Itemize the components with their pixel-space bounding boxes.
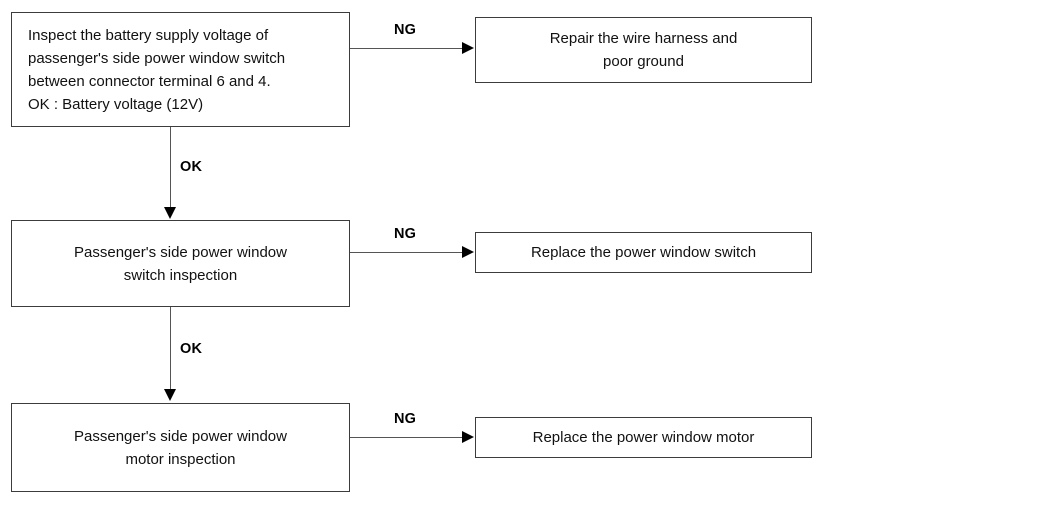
step-box-2[interactable]: Passenger's side power window switch ins… [11, 220, 350, 307]
step-box-3-text: Passenger's side power window motor insp… [74, 427, 287, 468]
outcome-box-1[interactable]: Repair the wire harness and poor ground [475, 17, 812, 83]
outcome-box-3-text: Replace the power window motor [532, 429, 755, 446]
arrowhead-ng-2 [462, 246, 474, 258]
connector-line-ok-2 [170, 307, 171, 391]
connector-line-ng-1 [350, 48, 463, 49]
connector-line-ng-3 [350, 437, 463, 438]
outcome-box-1-text: Repair the wire harness and poor ground [549, 30, 738, 70]
connector-line-ok-1 [170, 127, 171, 209]
arrowhead-ok-1 [164, 207, 176, 219]
arrowhead-ok-2 [164, 389, 176, 401]
step-box-1-text: Inspect the battery supply voltage of pa… [28, 27, 286, 113]
edge-label-ng-1: NG [394, 22, 417, 38]
step-box-2-text: Passenger's side power window switch ins… [74, 243, 287, 284]
outcome-box-2-text: Replace the power window switch [530, 244, 757, 261]
outcome-box-2[interactable]: Replace the power window switch [475, 232, 812, 273]
arrowhead-ng-3 [462, 431, 474, 443]
edge-label-ng-3: NG [394, 411, 417, 427]
arrowhead-ng-1 [462, 42, 474, 54]
edge-label-ok-2: OK [180, 341, 203, 357]
edge-label-ng-2: NG [394, 226, 417, 242]
connector-line-ng-2 [350, 252, 463, 253]
step-box-1[interactable]: Inspect the battery supply voltage of pa… [11, 12, 350, 127]
step-box-3[interactable]: Passenger's side power window motor insp… [11, 403, 350, 492]
outcome-box-3[interactable]: Replace the power window motor [475, 417, 812, 458]
edge-label-ok-1: OK [180, 159, 203, 175]
